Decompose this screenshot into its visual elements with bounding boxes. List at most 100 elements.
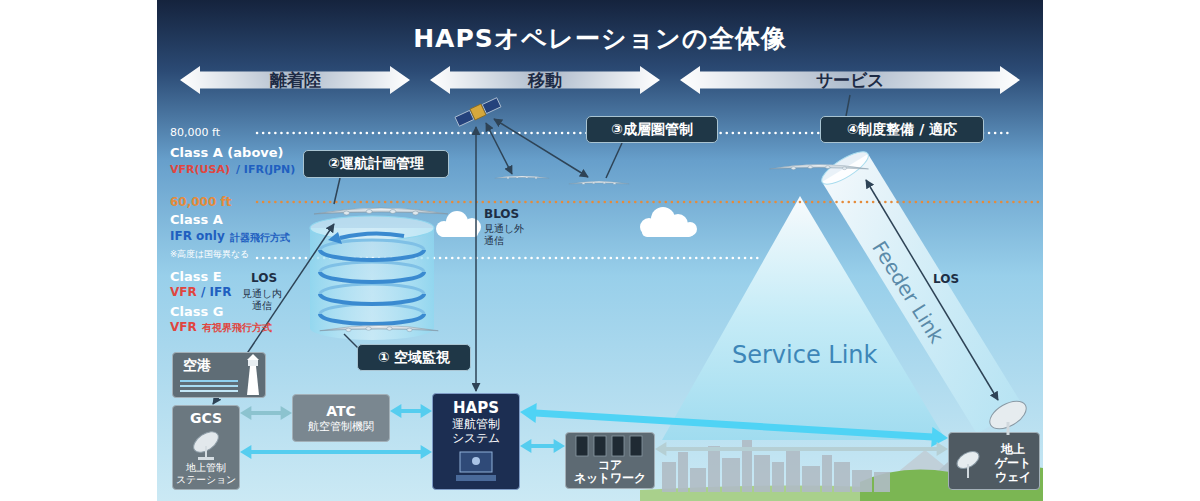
service-link-cone (662, 196, 946, 440)
arrowhead (520, 439, 531, 453)
connector (390, 404, 432, 418)
server-rack (594, 436, 606, 456)
node-text: ① 空域監視 (378, 349, 451, 367)
arrowhead (931, 427, 948, 447)
connector-line (530, 444, 554, 448)
callout-box: ① 空域監視 (357, 344, 471, 371)
cloud-puff (463, 218, 481, 236)
node-text: GCS (190, 410, 222, 426)
cloud-puff (446, 211, 468, 233)
connector (240, 445, 432, 459)
connector-line (665, 447, 937, 451)
beam-cap (817, 146, 872, 190)
label-text: ※高度は国毎異なる (170, 249, 249, 261)
node-text: 航空管制機関 (308, 419, 374, 434)
blos-link-line (486, 123, 512, 174)
label-text: Class E (170, 269, 222, 284)
building (678, 452, 688, 492)
node-text: ④制度整備 / 適応 (847, 121, 958, 139)
leader-line (334, 178, 340, 204)
arrowhead (421, 445, 432, 459)
connector-line (250, 450, 421, 454)
arrowhead (281, 406, 292, 420)
phase-arrow-body (430, 66, 660, 94)
diagram-title: HAPSオペレーションの全体像 (157, 22, 1043, 55)
solar-panel (482, 98, 501, 114)
airport-box: 空港 (172, 352, 266, 398)
label-text: IFR only (170, 229, 225, 243)
cloud-puff (651, 207, 675, 231)
building (822, 455, 832, 492)
building (754, 455, 770, 492)
building (690, 468, 706, 492)
connector-line (400, 409, 421, 413)
haps-monitor (460, 452, 492, 472)
label-text: Service Link (732, 341, 877, 369)
los-link-line (866, 180, 998, 400)
label-text: Class A (above) (170, 145, 284, 160)
label-text: 見通し内 通信 (238, 288, 286, 312)
leader-line (606, 143, 622, 178)
gateway-dish (985, 395, 1031, 434)
phase-arrow: サービス (680, 66, 1020, 94)
label-text: VFR (170, 320, 197, 334)
label-text: 60,000 ft (170, 195, 231, 209)
arrowhead (937, 442, 948, 456)
node-text: 地上 ゲート ウェイ (992, 442, 1034, 484)
building (786, 450, 800, 492)
label-text: Class G (170, 304, 223, 319)
phase-arrow: 離着陸 (180, 66, 410, 94)
node-text: HAPS (453, 399, 499, 417)
haps-control-box: HAPS運航管制 システム (432, 393, 520, 490)
node-text: コア ネットワーク (570, 459, 650, 485)
satellite (455, 97, 502, 127)
building (802, 466, 820, 492)
spiral-front (320, 250, 424, 324)
gateway-dish-stand (1007, 422, 1010, 435)
connector (520, 439, 565, 453)
label-text: 見通し外 通信 (484, 223, 532, 247)
altitude-line-60000 (257, 201, 1043, 204)
arrowhead (240, 406, 251, 420)
connector (240, 406, 292, 420)
label-text: BLOS (484, 207, 519, 221)
arrowhead (520, 403, 537, 423)
cloud-base (440, 228, 478, 237)
arrowhead (554, 439, 565, 453)
cloud (436, 211, 481, 237)
connector (520, 403, 948, 447)
building (834, 462, 850, 492)
haps-aircraft (495, 176, 549, 179)
label-text: LOS (251, 271, 277, 285)
label-text: VFR(USA) (170, 163, 230, 176)
server-rack (630, 436, 642, 456)
gateway-dish-small (954, 448, 982, 472)
cloud-puff (683, 222, 697, 236)
phase-arrow: 移動 (430, 66, 660, 94)
phase-arrow-body (680, 66, 1020, 94)
airspace-cylinder (310, 228, 434, 340)
arrowhead (655, 442, 666, 456)
label-text: VFR (170, 285, 197, 299)
satellite-body (470, 104, 486, 120)
spiral-back (320, 240, 424, 314)
arrowhead (240, 445, 251, 459)
cloud-puff (668, 214, 688, 234)
node-text: 離着陸 (270, 69, 321, 92)
core-network-box: コア ネットワーク (565, 432, 655, 489)
solar-panel (455, 110, 474, 126)
lighthouse-roof (247, 354, 259, 360)
gateway-dish-stand (967, 464, 969, 478)
haps-desk (456, 475, 496, 481)
node-text: ②運航計画管理 (328, 155, 424, 173)
node-text: 地上管制 ステーション (173, 462, 239, 486)
phase-arrow-body (180, 66, 410, 94)
haps-operator (472, 457, 480, 465)
spiral-arrow (340, 233, 404, 238)
server-rack (576, 436, 588, 456)
haps-aircraft (569, 181, 629, 184)
cloud-base (642, 227, 694, 237)
